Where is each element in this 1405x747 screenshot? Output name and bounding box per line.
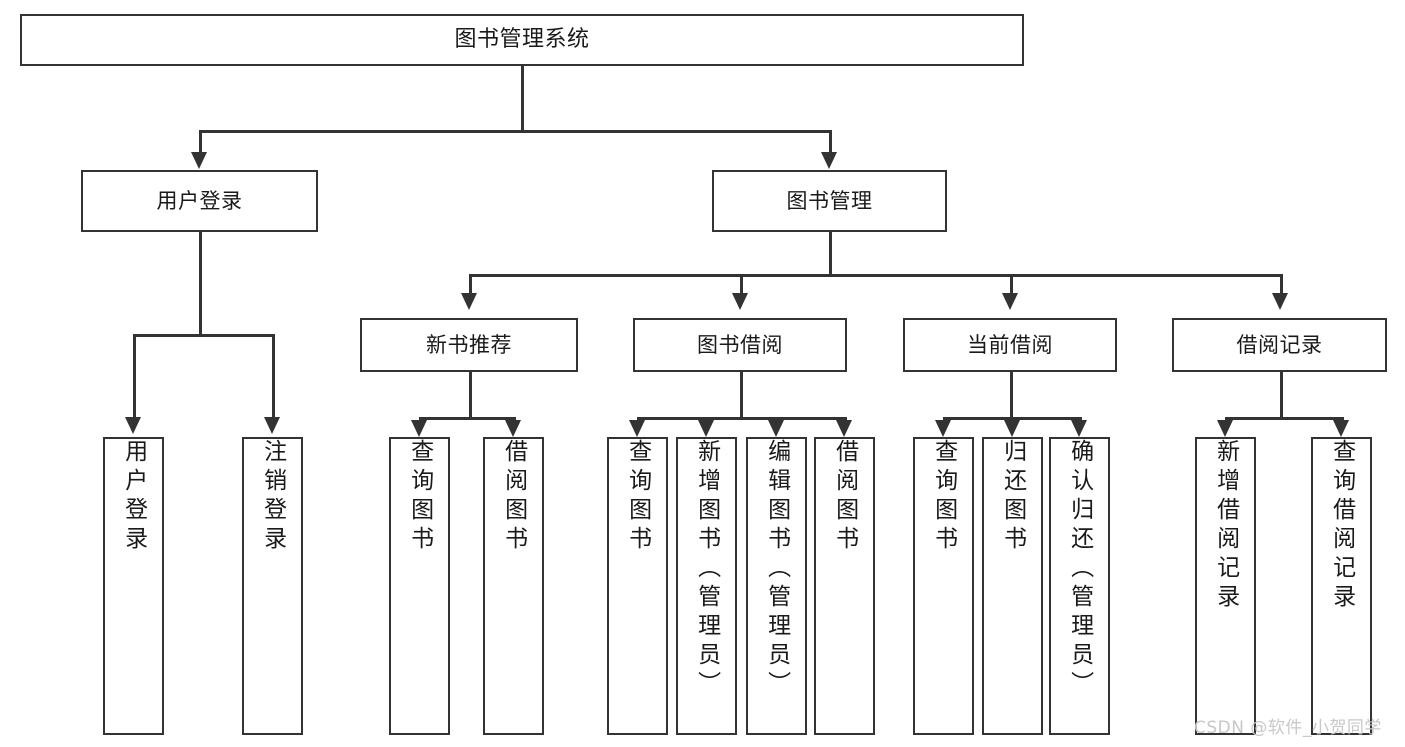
arrowhead-br-to-leaf-2	[1333, 420, 1349, 437]
leaf-user-login-login[interactable]: 用户登录	[103, 437, 164, 735]
leaf-new-book-borrow[interactable]: 借阅图书	[483, 437, 544, 735]
node-label: 查询图书	[930, 439, 957, 555]
arrowhead-bb-to-leaf-4	[836, 420, 852, 437]
node-label: 新增借阅记录	[1212, 439, 1239, 613]
connector-bm-to-new-book	[469, 274, 472, 296]
node-label: 查询图书	[624, 439, 651, 555]
connector-new-book-stem	[469, 372, 472, 417]
node-label: 归还图书	[999, 439, 1026, 555]
arrowhead-bb-to-leaf-2	[698, 420, 714, 437]
node-label: 图书管理	[786, 188, 873, 213]
arrowhead-bm-to-current-borrow	[1002, 293, 1018, 310]
connector-bm-to-borrow-record	[1280, 274, 1283, 296]
connector-root-to-book-manage	[829, 130, 832, 155]
connector-user-login-to-leaf-1	[133, 334, 136, 420]
node-label: 注销登录	[259, 439, 286, 555]
leaf-book-borrow-borrow[interactable]: 借阅图书	[814, 437, 875, 735]
arrowhead-cb-to-leaf-3	[1071, 420, 1087, 437]
node-borrow-record[interactable]: 借阅记录	[1172, 318, 1387, 372]
leaf-current-borrow-confirm[interactable]: 确认归还（管理员）	[1049, 437, 1110, 735]
connector-root-stem	[521, 66, 524, 130]
node-label: 确认归还（管理员）	[1066, 439, 1093, 700]
leaf-current-borrow-query[interactable]: 查询图书	[913, 437, 974, 735]
arrowhead-root-to-user-login	[191, 152, 207, 169]
node-label: 新增图书（管理员）	[693, 439, 720, 700]
node-book-borrow[interactable]: 图书借阅	[633, 318, 847, 372]
leaf-book-borrow-edit[interactable]: 编辑图书（管理员）	[746, 437, 807, 735]
node-label: 借阅图书	[500, 439, 527, 555]
node-current-borrow[interactable]: 当前借阅	[903, 318, 1117, 372]
node-label: 图书管理系统	[454, 27, 590, 53]
leaf-current-borrow-return[interactable]: 归还图书	[982, 437, 1043, 735]
connector-root-to-user-login	[199, 130, 202, 155]
arrowhead-nb-to-leaf-1	[411, 420, 427, 437]
node-label: 用户登录	[156, 188, 243, 213]
node-label: 借阅记录	[1236, 332, 1323, 357]
connector-root-bar	[199, 130, 829, 133]
arrowhead-bb-to-leaf-3	[768, 420, 784, 437]
node-root-system[interactable]: 图书管理系统	[20, 14, 1024, 66]
arrowhead-bm-to-new-book	[461, 293, 477, 310]
connector-borrow-record-bar	[1225, 417, 1341, 420]
arrowhead-bb-to-leaf-1	[629, 420, 645, 437]
node-label: 新书推荐	[426, 332, 512, 357]
node-label: 当前借阅	[967, 332, 1053, 357]
node-label: 借阅图书	[831, 439, 858, 555]
connector-bm-to-book-borrow	[740, 274, 743, 296]
node-new-book-recommend[interactable]: 新书推荐	[360, 318, 578, 372]
arrowhead-bm-to-book-borrow	[732, 293, 748, 310]
arrowhead-bm-to-borrow-record	[1272, 293, 1288, 310]
node-label: 用户登录	[120, 439, 147, 555]
connector-user-login-bar	[133, 334, 272, 337]
connector-borrow-record-stem	[1280, 372, 1283, 417]
node-label: 编辑图书（管理员）	[763, 439, 790, 700]
leaf-book-borrow-add[interactable]: 新增图书（管理员）	[676, 437, 737, 735]
node-book-management[interactable]: 图书管理	[712, 170, 947, 232]
watermark-text: CSDN @软件_小贺同学	[1194, 718, 1382, 738]
leaf-user-login-logout[interactable]: 注销登录	[242, 437, 303, 735]
leaf-borrow-record-query[interactable]: 查询借阅记录	[1311, 437, 1372, 735]
leaf-book-borrow-query[interactable]: 查询图书	[607, 437, 668, 735]
arrowhead-nb-to-leaf-2	[505, 420, 521, 437]
node-user-login[interactable]: 用户登录	[81, 170, 318, 232]
leaf-new-book-query[interactable]: 查询图书	[389, 437, 450, 735]
connector-current-borrow-bar	[943, 417, 1079, 420]
connector-current-borrow-stem	[1010, 372, 1013, 417]
connector-book-borrow-stem	[740, 372, 743, 417]
connector-user-login-to-leaf-2	[272, 334, 275, 420]
node-label: 查询图书	[406, 439, 433, 555]
arrowhead-br-to-leaf-1	[1217, 420, 1233, 437]
connector-user-login-stem	[199, 232, 202, 334]
arrowhead-cb-to-leaf-2	[1004, 420, 1020, 437]
connector-book-management-bar	[469, 274, 1280, 277]
arrowhead-user-login-to-leaf-2	[264, 417, 280, 434]
connector-book-management-stem	[829, 232, 832, 274]
leaf-borrow-record-add[interactable]: 新增借阅记录	[1195, 437, 1256, 735]
node-label: 图书借阅	[697, 332, 783, 357]
connector-bm-to-current-borrow	[1010, 274, 1013, 296]
arrowhead-user-login-to-leaf-1	[125, 417, 141, 434]
arrowhead-root-to-book-manage	[821, 152, 837, 169]
connector-book-borrow-bar	[637, 417, 844, 420]
arrowhead-cb-to-leaf-1	[935, 420, 951, 437]
node-label: 查询借阅记录	[1328, 439, 1355, 613]
connector-new-book-bar	[419, 417, 513, 420]
